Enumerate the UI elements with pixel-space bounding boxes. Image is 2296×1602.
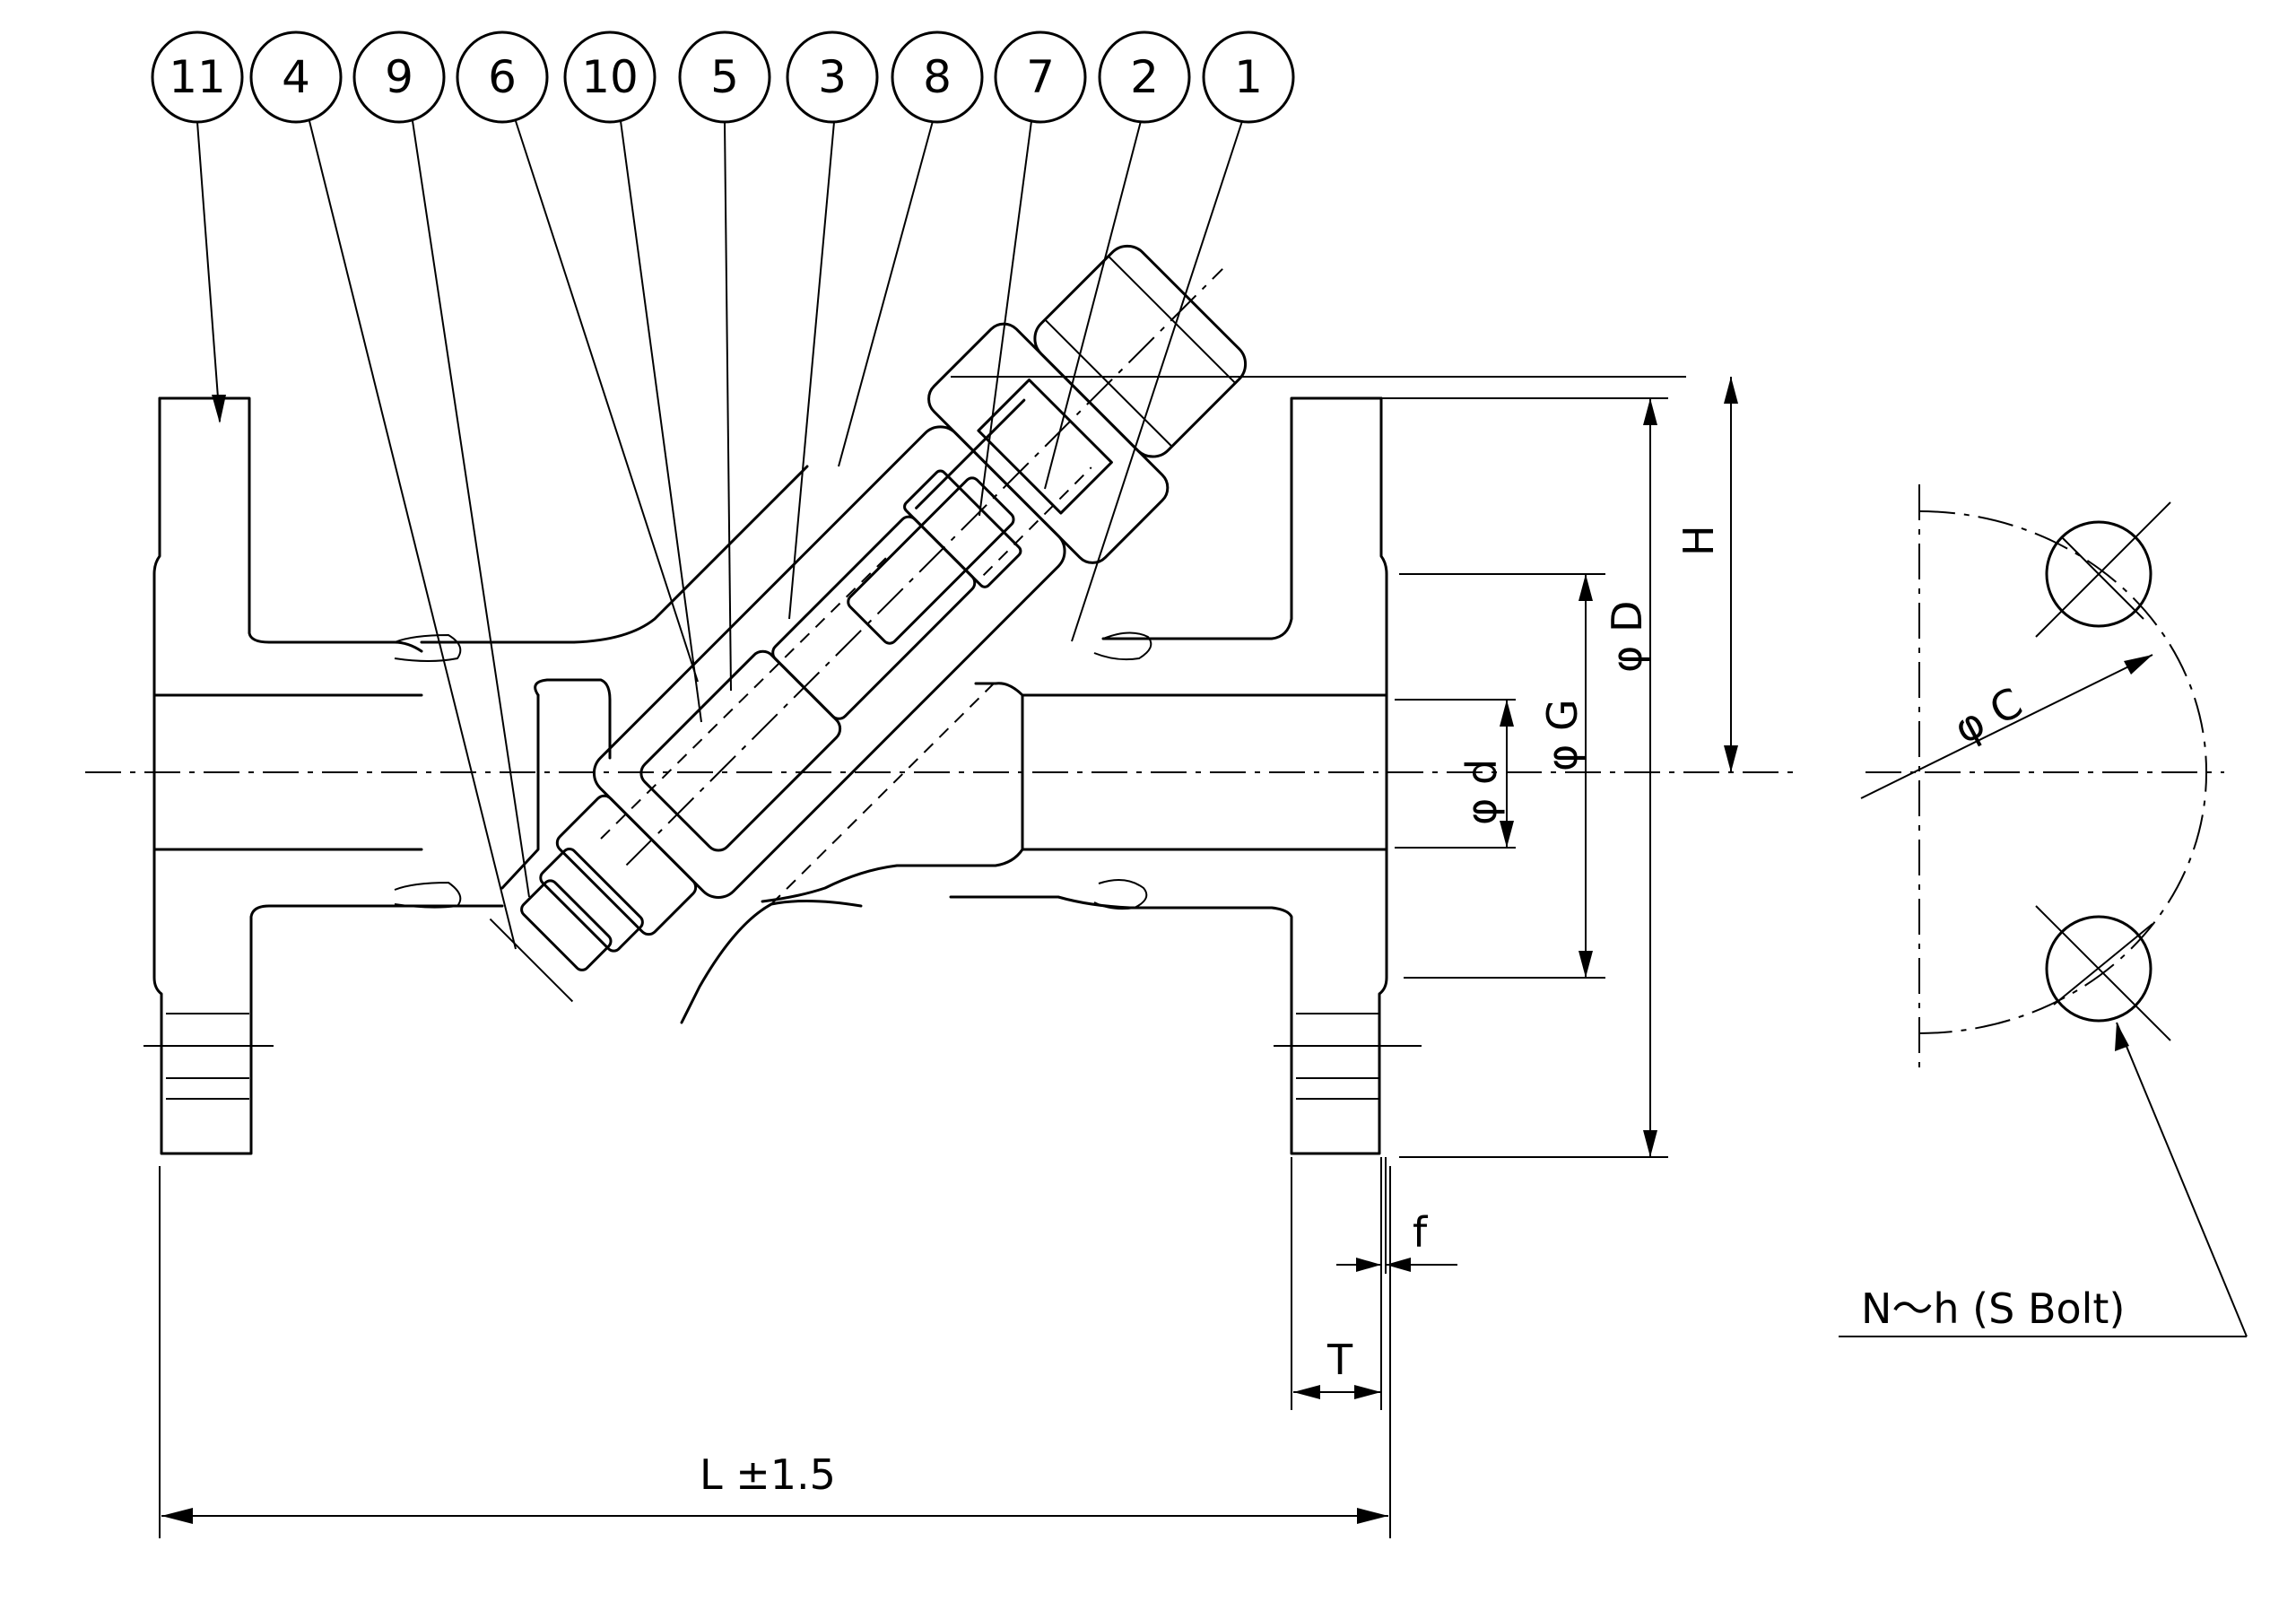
strainer-cap-assembly: [489, 244, 1248, 1003]
svg-text:9: 9: [385, 51, 413, 103]
svg-text:3: 3: [818, 51, 847, 103]
bolt-holes-note: N～h (S Bolt): [1839, 1022, 2248, 1337]
dimension-bore-dia: φ d: [1457, 700, 1514, 848]
svg-text:φ d: φ d: [1457, 759, 1506, 825]
callout-9: 9: [352, 30, 446, 124]
callout-11: 11: [151, 30, 244, 124]
bolt-hole-lower: [2035, 905, 2171, 1041]
callout-8: 8: [891, 30, 984, 124]
dimension-raised-face-dia: φ G: [1538, 574, 1593, 978]
svg-text:4: 4: [282, 51, 310, 103]
housing-hidden-lines: [159, 376, 1686, 1538]
svg-text:8: 8: [923, 51, 952, 103]
bolt-hole-upper: [2035, 501, 2171, 638]
callout-7: 7: [994, 30, 1087, 124]
left-flange: [144, 396, 462, 1155]
callout-5: 5: [678, 30, 771, 124]
dimension-face: f: [1336, 1208, 1457, 1272]
leader-lines: [196, 120, 1243, 950]
callout-10: 10: [563, 30, 657, 124]
end-view: φ C N～h (S Bolt): [1839, 484, 2248, 1337]
svg-text:N～h (S Bolt): N～h (S Bolt): [1861, 1284, 2125, 1333]
callout-3: 3: [786, 30, 879, 124]
callout-balloons: 11 4 9 6 10 5 3 8: [151, 30, 1295, 124]
dimension-length: L ±1.5: [161, 1450, 1388, 1524]
svg-text:1: 1: [1234, 51, 1263, 103]
svg-text:5: 5: [710, 51, 739, 103]
svg-text:T: T: [1326, 1336, 1353, 1384]
callout-4: 4: [249, 30, 343, 124]
dimension-bolt-circle: φ C: [1860, 654, 2153, 799]
dimension-thickness: T: [1293, 1336, 1381, 1399]
dimension-height: H: [1674, 377, 1738, 772]
svg-text:11: 11: [169, 51, 226, 103]
svg-text:7: 7: [1026, 51, 1055, 103]
callout-6: 6: [456, 30, 549, 124]
svg-text:L ±1.5: L ±1.5: [700, 1450, 836, 1499]
callout-2: 2: [1098, 30, 1191, 124]
callout-1: 1: [1202, 30, 1295, 124]
body-outline: [420, 465, 1132, 1024]
svg-text:2: 2: [1130, 51, 1159, 103]
svg-text:6: 6: [488, 51, 517, 103]
svg-text:H: H: [1674, 525, 1723, 556]
svg-text:φ D: φ D: [1603, 601, 1651, 673]
dimension-outer-dia: φ D: [1603, 398, 1657, 1157]
svg-text:f: f: [1413, 1208, 1429, 1257]
right-flange: [1021, 396, 1422, 1155]
svg-text:10: 10: [581, 51, 639, 103]
svg-text:φ C: φ C: [1946, 678, 2030, 753]
svg-text:φ G: φ G: [1538, 699, 1587, 771]
